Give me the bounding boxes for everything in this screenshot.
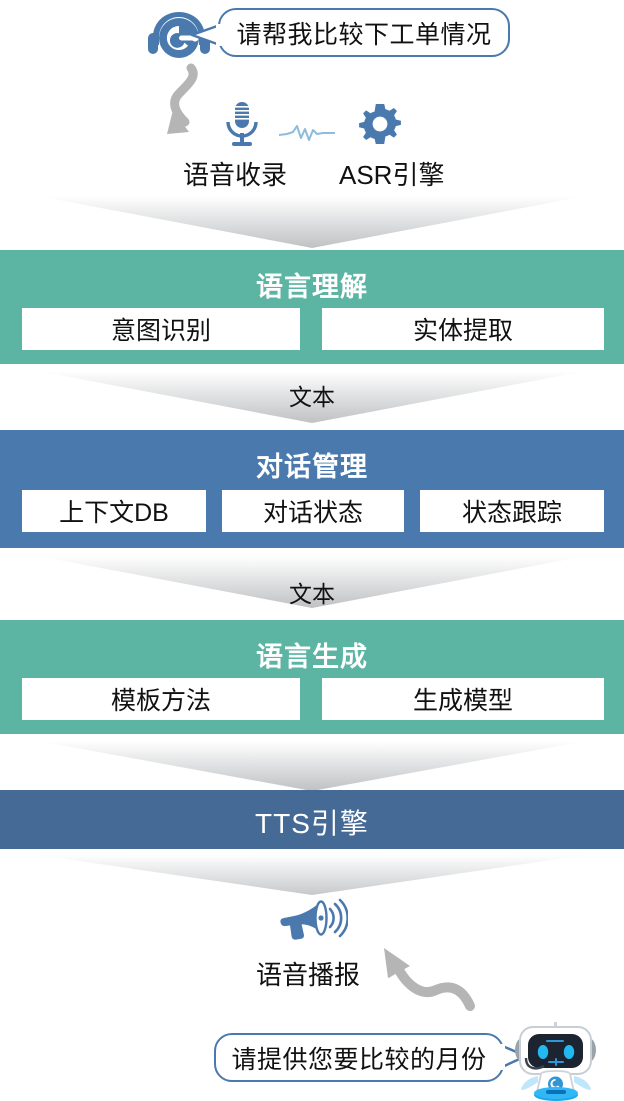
megaphone-icon xyxy=(280,898,348,940)
speech-bubble-tail-top xyxy=(190,23,224,47)
stage-nlu: 语言理解 意图识别 实体提取 xyxy=(0,250,624,364)
connector-nlu-to-dm xyxy=(38,371,586,423)
connector-dm-to-nlg xyxy=(38,556,586,608)
audio-waveform-icon xyxy=(278,125,335,141)
stage-nlg-title: 语言生成 xyxy=(256,642,368,672)
stage-dm-item-1[interactable]: 对话状态 xyxy=(222,490,404,532)
curved-down-arrow-icon xyxy=(167,63,198,134)
stage-nlu-item-1[interactable]: 实体提取 xyxy=(322,308,604,350)
connector-nlg-to-tts xyxy=(38,741,586,791)
gear-icon xyxy=(359,104,401,144)
mic-label: 语音收录 xyxy=(183,160,288,190)
stage-nlu-title: 语言理解 xyxy=(256,272,368,302)
stage-nlu-item-0[interactable]: 意图识别 xyxy=(22,308,300,350)
connector-tts-to-output xyxy=(38,855,586,895)
headset-agent-icon xyxy=(148,12,220,58)
stage-dm: 对话管理 上下文DB 对话状态 状态跟踪 xyxy=(0,430,624,548)
microphone-icon xyxy=(226,102,258,146)
connector-asr-to-nlu xyxy=(38,196,586,248)
stage-dm-item-2[interactable]: 状态跟踪 xyxy=(420,490,604,532)
asr-label: ASR引擎 xyxy=(339,160,445,190)
stage-dm-item-0[interactable]: 上下文DB xyxy=(22,490,206,532)
user-speech-bubble-text: 请帮我比较下工单情况 xyxy=(236,20,492,49)
user-speech-bubble: 请帮我比较下工单情况 xyxy=(218,8,510,57)
bot-speech-bubble-text: 请提供您要比较的月份 xyxy=(231,1045,487,1074)
stage-tts-title: TTS引擎 xyxy=(255,808,369,839)
stage-dm-title: 对话管理 xyxy=(256,452,368,482)
stage-tts: TTS引擎 xyxy=(0,790,624,849)
broadcast-label: 语音播报 xyxy=(256,960,361,990)
robot-mascot-icon xyxy=(515,1022,596,1101)
stage-nlg-item-1[interactable]: 生成模型 xyxy=(322,678,604,720)
bot-speech-bubble: 请提供您要比较的月份 xyxy=(214,1033,504,1082)
stage-nlg: 语言生成 模板方法 生成模型 xyxy=(0,620,624,734)
stage-nlg-item-0[interactable]: 模板方法 xyxy=(22,678,300,720)
curved-up-arrow-icon xyxy=(384,948,475,1011)
